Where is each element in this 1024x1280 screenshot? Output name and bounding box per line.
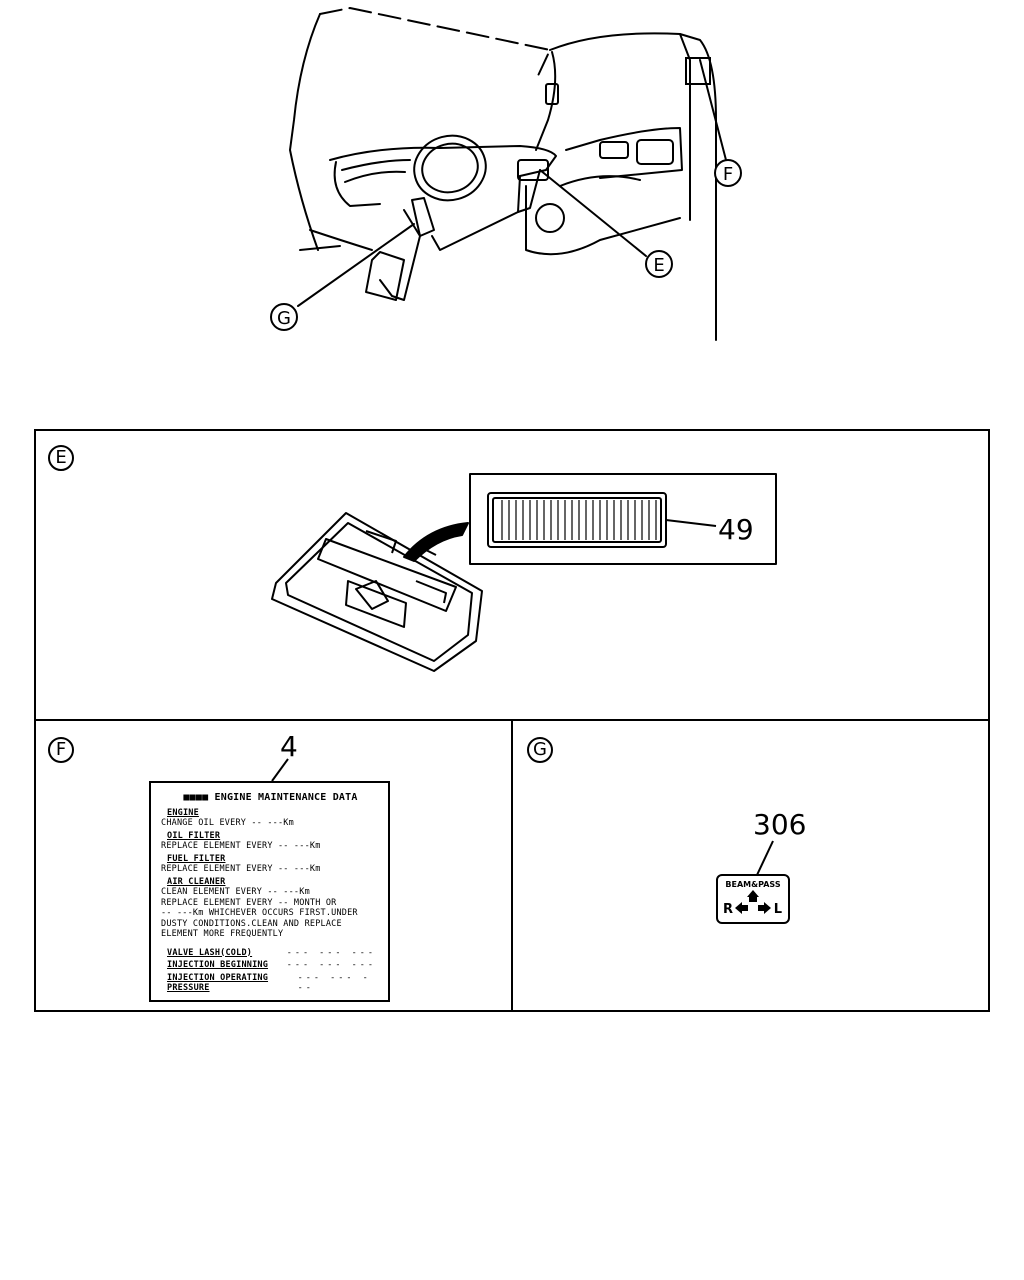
decal-l-letter: L <box>773 902 782 917</box>
callout-e-letter: E <box>653 255 664 276</box>
label-line: ELEMENT MORE FREQUENTLY <box>161 929 284 939</box>
decal-arrows-icon <box>735 890 771 914</box>
callout-f: F <box>714 159 742 187</box>
detail-panel-g: G 306 BEAM&PASS R L <box>511 719 990 1012</box>
callout-g-letter: G <box>277 308 291 329</box>
label-spec-row: VALVE LASH(COLD) --- --- --- <box>161 948 380 959</box>
spec-label: INJECTION OPERATING PRESSURE <box>167 972 269 994</box>
panel-e-badge: E <box>48 445 74 471</box>
label-line: REPLACE ELEMENT EVERY -- ---Km <box>161 864 321 874</box>
detail-panel-e: E <box>34 429 990 721</box>
cab-interior-overview: F E G <box>0 0 1024 400</box>
part-number-4: 4 <box>280 730 298 763</box>
label-line: DUSTY CONDITIONS.CLEAN AND REPLACE <box>161 918 342 929</box>
label-line: CLEAN ELEMENT EVERY -- ---Km <box>161 887 310 897</box>
part-number-49: 49 <box>718 513 754 546</box>
callout-f-letter: F <box>723 164 733 185</box>
decal-r-letter: R <box>723 902 734 917</box>
spec-value: --- --- --- <box>286 960 376 970</box>
detail-panel-f: F 4 ■■■■ ENGINE MAINTENANCE DATA ENGINE … <box>34 719 513 1012</box>
decal-title: BEAM&PASS <box>725 880 781 889</box>
label-section-heading: AIR CLEANER <box>167 876 226 887</box>
spec-label: VALVE LASH(COLD) <box>167 947 253 958</box>
part-number-306: 306 <box>753 808 807 841</box>
label-section-heading: ENGINE <box>167 807 199 818</box>
label-line: REPLACE ELEMENT EVERY -- MONTH OR <box>161 897 337 908</box>
panel-f-badge: F <box>48 737 74 763</box>
panel-g-badge: G <box>527 737 553 763</box>
callout-e: E <box>645 250 673 278</box>
label-line: -- ---Km WHICHEVER OCCURS FIRST.UNDER <box>161 908 358 918</box>
label-line: REPLACE ELEMENT EVERY -- ---Km <box>161 841 321 851</box>
label-section-heading: FUEL FILTER <box>167 853 226 864</box>
cab-interior-drawing: F E G <box>270 7 742 341</box>
label-spec-row: INJECTION OPERATING PRESSURE --- --- --- <box>161 973 380 994</box>
part-306-leader <box>756 840 774 876</box>
spec-value: --- --- --- <box>297 972 371 994</box>
spec-label: INJECTION BEGINNING <box>167 960 269 970</box>
label-section-heading: OIL FILTER <box>167 830 221 841</box>
label-spec-row: INJECTION BEGINNING --- --- --- <box>161 960 380 971</box>
engine-maintenance-label: ■■■■ ENGINE MAINTENANCE DATA ENGINE CHAN… <box>149 781 390 1002</box>
glovebox-drawing <box>271 473 777 672</box>
part-4-leader <box>271 758 289 782</box>
beam-pass-decal: BEAM&PASS R L <box>716 874 790 924</box>
spec-value: --- --- --- <box>286 947 376 958</box>
label-title: ■■■■ ENGINE MAINTENANCE DATA <box>183 792 358 803</box>
label-line: CHANGE OIL EVERY -- ---Km <box>161 818 294 828</box>
callout-g: G <box>270 303 298 331</box>
